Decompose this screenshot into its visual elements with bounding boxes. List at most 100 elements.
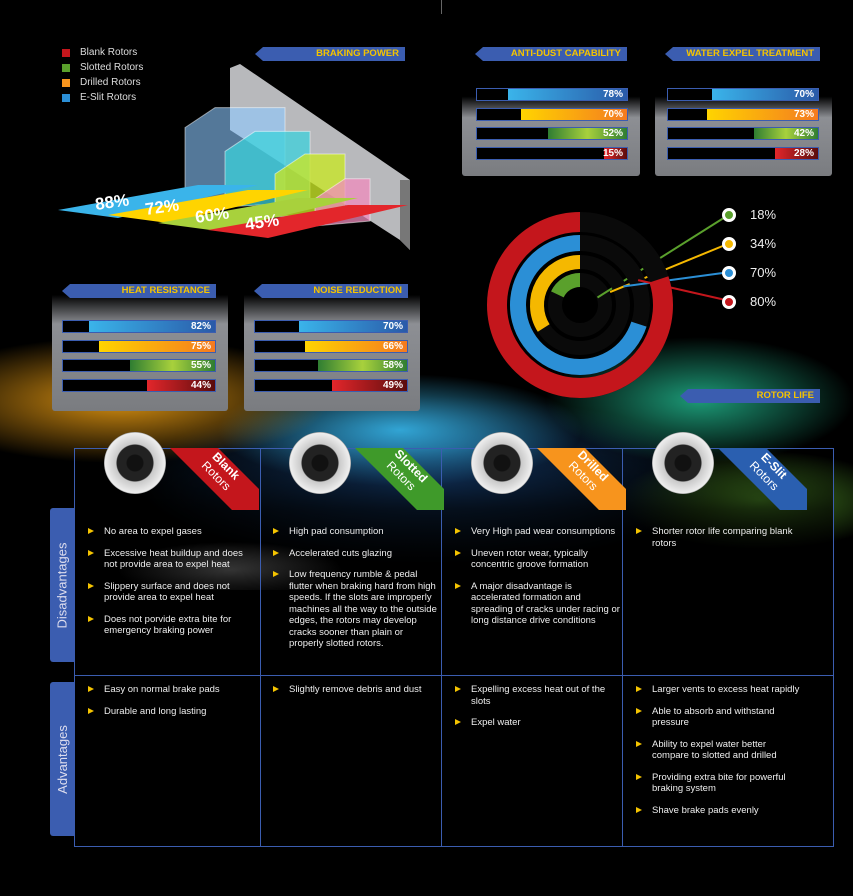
bar-drilled: 70%	[476, 107, 628, 121]
rotor-life-banner: ROTOR LIFE	[680, 389, 820, 403]
advantage-item: Expelling excess heat out of the slots	[453, 684, 621, 707]
bar-value-label: 44%	[190, 380, 211, 392]
legend-item: E-Slit Rotors	[62, 90, 143, 105]
rotor-image	[471, 432, 533, 494]
bar-value-label: 73%	[793, 108, 814, 120]
leader-line	[637, 279, 731, 302]
divider	[441, 0, 442, 14]
bar-blank: 15%	[476, 147, 628, 161]
advantage-item: Shave brake pads evenly	[634, 805, 802, 817]
bar-fill	[147, 380, 215, 392]
disadvantage-item: Does not porvide extra bite for emergenc…	[86, 614, 254, 637]
disadvantages-list: Shorter rotor life comparing blank rotor…	[634, 526, 802, 559]
braking-power-banner: BRAKING POWER	[255, 47, 405, 61]
bar-fill	[604, 148, 627, 160]
water-expel-banner: WATER EXPEL TREATMENT	[665, 47, 820, 61]
rotor-image	[289, 432, 351, 494]
rotor-image	[652, 432, 714, 494]
bar-slotted: 42%	[667, 127, 819, 141]
rotor-life-value: 70%	[750, 265, 777, 280]
bar-fill	[775, 148, 818, 160]
bar-fill	[712, 89, 818, 100]
bar-blank: 44%	[62, 379, 216, 393]
braking-power-chart: 88%72%60%45%	[58, 64, 410, 250]
legend-label: E-Slit Rotors	[80, 92, 137, 103]
legend-item: Blank Rotors	[62, 45, 143, 60]
bar-eslit: 78%	[476, 88, 628, 101]
bar-fill	[305, 340, 407, 352]
legend-label: Drilled Rotors	[80, 77, 141, 88]
bar-eslit: 70%	[254, 320, 408, 333]
advantages-label-tab: Advantages	[50, 682, 74, 836]
advantage-item: Able to absorb and withstand pressure	[634, 706, 802, 729]
disadvantage-item: Very High pad wear consumptions	[453, 526, 621, 538]
advantage-item: Durable and long lasting	[86, 706, 254, 718]
disadvantage-item: Excessive heat buildup and does not prov…	[86, 548, 254, 571]
legend-swatch	[62, 78, 70, 87]
rotor-life-arc	[530, 255, 581, 332]
legend-dot-icon	[722, 236, 736, 251]
rotor-image	[104, 432, 166, 494]
legend-item: Slotted Rotors	[62, 60, 143, 75]
bar-blank: 28%	[667, 147, 819, 161]
bar-value-label: 66%	[382, 340, 403, 352]
bar-fill	[332, 380, 407, 392]
bar-fill	[707, 108, 818, 120]
heat-resistance-banner: HEAT RESISTANCE	[62, 284, 216, 298]
legend-dot-icon	[722, 207, 736, 222]
bar-slotted: 58%	[254, 359, 408, 373]
bar-value-label: 58%	[382, 360, 403, 372]
rotor-life-value: 80%	[750, 294, 777, 309]
bar-drilled: 75%	[62, 339, 216, 353]
rotor-life-legend-item: 34%	[722, 236, 776, 251]
anti-dust-panel	[462, 70, 640, 176]
rotor-life-legend-item: 18%	[722, 207, 776, 222]
bar-value-label: 42%	[793, 128, 814, 140]
advantage-item: Slightly remove debris and dust	[271, 684, 439, 696]
legend-label: Slotted Rotors	[80, 62, 144, 73]
advantage-item: Ability to expel water better compare to…	[634, 739, 802, 762]
braking-strip	[108, 190, 308, 223]
braking-value-label: 88%	[94, 190, 130, 214]
disadvantage-item: Slippery surface and does not provide ar…	[86, 581, 254, 604]
bar-fill	[521, 108, 627, 120]
bar-value-label: 78%	[602, 89, 623, 100]
disadvantages-label: Disadvantages	[54, 542, 70, 628]
advantages-list: Slightly remove debris and dust	[271, 684, 439, 706]
bar-value-label: 55%	[190, 360, 211, 372]
bar-value-label: 15%	[602, 148, 623, 160]
advantage-item: Providing extra bite for powerful brakin…	[634, 772, 802, 795]
bar-fill	[754, 128, 818, 140]
bar-fill	[508, 89, 627, 100]
bar-fill	[318, 360, 407, 372]
braking-value-label: 45%	[244, 210, 280, 234]
rotor-life-value: 34%	[750, 236, 777, 251]
leader-line	[623, 271, 731, 288]
rotor-life-arc	[551, 273, 581, 298]
bar-value-label: 82%	[190, 321, 211, 332]
advantage-item: Larger vents to excess heat rapidly	[634, 684, 802, 696]
bar-fill	[130, 360, 215, 372]
anti-dust-banner: ANTI-DUST CAPABILITY	[475, 47, 627, 61]
braking-strip	[58, 185, 258, 218]
disadvantage-item: Uneven rotor wear, typically concentric …	[453, 548, 621, 571]
bar-value-label: 70%	[382, 321, 403, 332]
disadvantage-item: No area to expel gases	[86, 526, 254, 538]
disadvantage-item: High pad consumption	[271, 526, 439, 538]
bar-fill	[89, 321, 215, 332]
advantage-item: Easy on normal brake pads	[86, 684, 254, 696]
legend-swatch	[62, 48, 70, 57]
braking-value-label: 72%	[144, 195, 180, 219]
bar-value-label: 52%	[602, 128, 623, 140]
